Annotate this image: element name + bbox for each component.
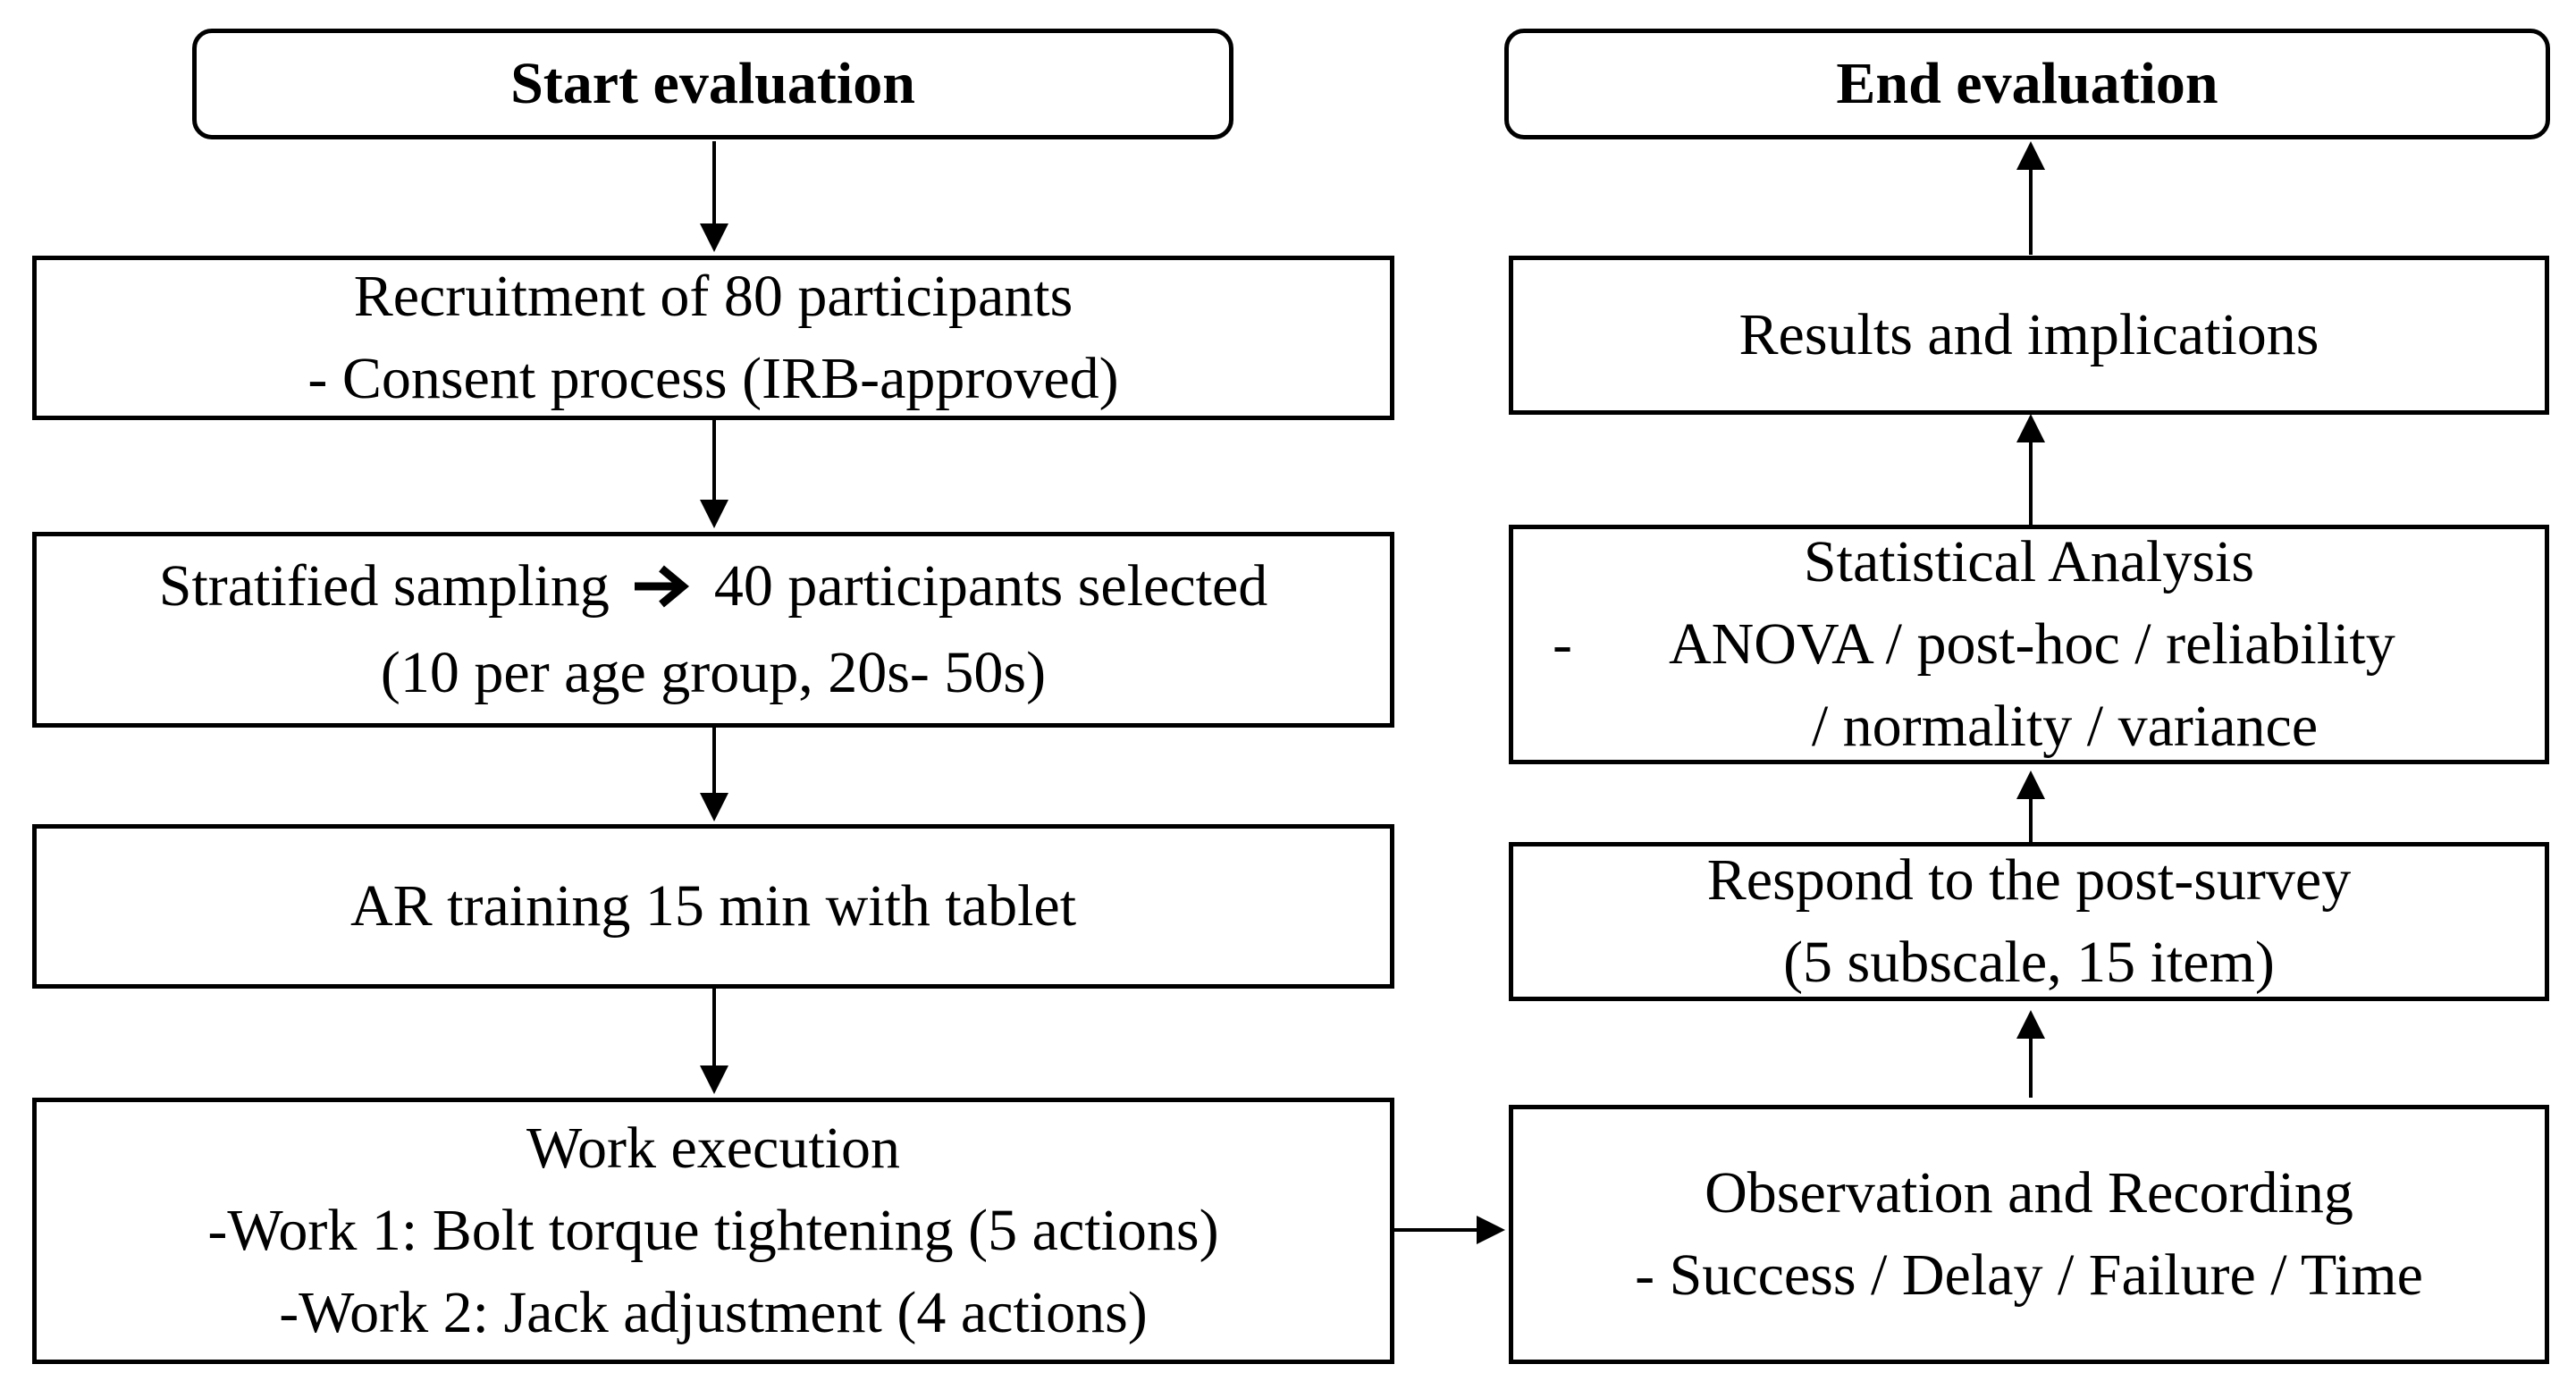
participants-selected-text: 40 participants selected xyxy=(713,552,1268,619)
work-execution-title: Work execution xyxy=(526,1116,901,1181)
post-survey-title: Respond to the post-survey xyxy=(1706,847,2352,913)
end-evaluation-label: End evaluation xyxy=(1836,50,2218,116)
work-execution-box: Work execution -Work 1: Bolt torque tigh… xyxy=(32,1098,1394,1364)
statistical-methods-text: ANOVA / post-hoc / reliability xyxy=(1668,611,2395,677)
ar-training-box: AR training 15 min with tablet xyxy=(32,824,1394,989)
observation-title: Observation and Recording xyxy=(1705,1160,2353,1225)
age-group-text: (10 per age group, 20s- 50s) xyxy=(380,640,1047,706)
work-1-text: -Work 1: Bolt torque tightening (5 actio… xyxy=(207,1198,1219,1263)
statistical-methods-row: - ANOVA / post-hoc / reliability xyxy=(1513,603,2545,686)
consent-process-text: - Consent process (IRB-approved) xyxy=(307,346,1119,411)
ar-training-text: AR training 15 min with tablet xyxy=(349,873,1077,939)
start-evaluation-label: Start evaluation xyxy=(510,50,915,116)
statistical-methods-continued: / normality / variance xyxy=(1811,694,2319,759)
bullet-dash: - xyxy=(1553,611,1572,677)
start-evaluation-box: Start evaluation xyxy=(192,29,1233,139)
sampling-box: Stratified sampling 40 participants sele… xyxy=(32,532,1394,728)
post-survey-box: Respond to the post-survey (5 subscale, … xyxy=(1509,842,2549,1001)
right-arrow-icon xyxy=(633,550,690,632)
work-2-text: -Work 2: Jack adjustment (4 actions) xyxy=(279,1280,1148,1345)
observation-categories: - Success / Delay / Failure / Time xyxy=(1635,1242,2423,1308)
end-evaluation-box: End evaluation xyxy=(1504,29,2550,139)
observation-box: Observation and Recording - Success / De… xyxy=(1509,1105,2549,1364)
post-survey-detail: (5 subscale, 15 item) xyxy=(1783,930,2275,995)
recruitment-box: Recruitment of 80 participants - Consent… xyxy=(32,256,1394,420)
recruitment-title: Recruitment of 80 participants xyxy=(353,264,1073,329)
sampling-method-text: Stratified sampling xyxy=(158,552,610,619)
results-text: Results and implications xyxy=(1738,302,2319,367)
sampling-title: Stratified sampling 40 participants sele… xyxy=(159,545,1268,633)
statistical-analysis-box: Statistical Analysis - ANOVA / post-hoc … xyxy=(1509,525,2549,764)
results-box: Results and implications xyxy=(1509,256,2549,415)
statistical-analysis-title: Statistical Analysis xyxy=(1803,529,2255,594)
